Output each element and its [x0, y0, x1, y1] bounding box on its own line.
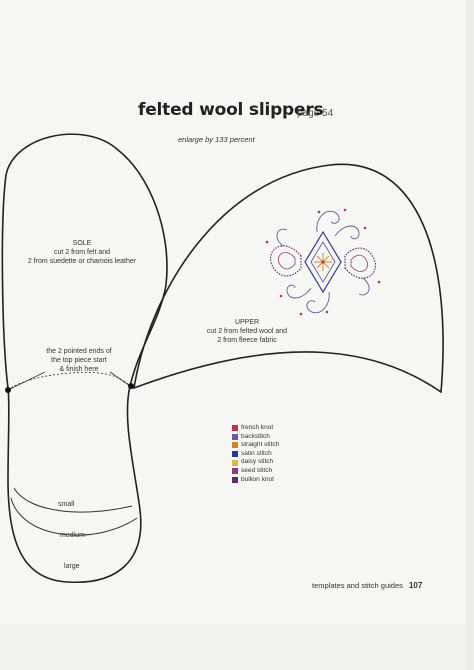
start-finish-note: the 2 pointed ends of the top piece star… [24, 347, 134, 374]
page-footer: templates and stitch guides 107 [312, 581, 422, 590]
upper-heading: UPPER [234, 319, 260, 326]
sole-start-dot [5, 387, 11, 393]
legend-label: daisy stitch [241, 458, 274, 466]
sole-label: SOLE cut 2 from felt and 2 from suedette… [22, 239, 142, 266]
swatch [232, 459, 238, 466]
size-label-large: large [64, 563, 80, 570]
note-arrow-right [109, 371, 131, 387]
page-reference: page 54 [297, 108, 334, 119]
sole-heading: SOLE [72, 240, 92, 247]
swatch [232, 476, 238, 483]
upper-start-dot [128, 383, 134, 389]
legend-label: french knot [241, 424, 274, 431]
swatch [232, 442, 238, 449]
legend-item-straight-stitch: straight stitch [232, 441, 279, 450]
page-title: felted wool slippers [138, 100, 324, 120]
stitch-legend: french knot backstitch straight stitch s… [232, 424, 279, 484]
swatch [232, 468, 238, 475]
legend-item-seed-stitch: seed stitch [232, 467, 279, 476]
note-arrow-left [7, 371, 46, 391]
size-label-small: small [58, 501, 75, 508]
legend-label: straight stitch [241, 441, 280, 449]
legend-label: bullion knot [241, 475, 274, 483]
size-label-medium: medium [60, 532, 85, 539]
sole-outline [1, 133, 168, 583]
note-line-1: the 2 pointed ends of [46, 348, 112, 355]
upper-outline [132, 163, 444, 394]
legend-label: backstitch [241, 432, 270, 440]
legend-item-french-knot: french knot [232, 424, 279, 433]
swatch [232, 451, 238, 458]
size-line-medium [10, 497, 138, 536]
legend-item-daisy-stitch: daisy stitch [232, 458, 279, 467]
footer-page-number: 107 [408, 581, 423, 590]
legend-item-bullion-knot: bullion knot [232, 476, 279, 485]
legend-label: satin stitch [241, 449, 272, 457]
swatch [232, 425, 238, 432]
sole-instruction-1: cut 2 from felt and [53, 249, 111, 256]
legend-item-backstitch: backstitch [232, 433, 279, 442]
size-line-small [13, 487, 133, 513]
upper-label: UPPER cut 2 from felted wool and 2 from … [182, 318, 312, 345]
embroidery-motif [265, 208, 381, 316]
note-line-2: the top piece start [51, 357, 107, 364]
upper-instruction-1: cut 2 from felted wool and [206, 328, 288, 335]
enlarge-note: enlarge by 133 percent [178, 135, 255, 144]
upper-instruction-2: 2 from fleece fabric [217, 337, 277, 344]
sole-instruction-2: 2 from suedette or chamois leather [27, 258, 137, 265]
footer-section: templates and stitch guides [312, 581, 403, 590]
swatch [232, 433, 238, 440]
legend-item-satin-stitch: satin stitch [232, 450, 279, 459]
legend-label: seed stitch [241, 466, 273, 474]
note-line-3: & finish here [59, 366, 99, 373]
